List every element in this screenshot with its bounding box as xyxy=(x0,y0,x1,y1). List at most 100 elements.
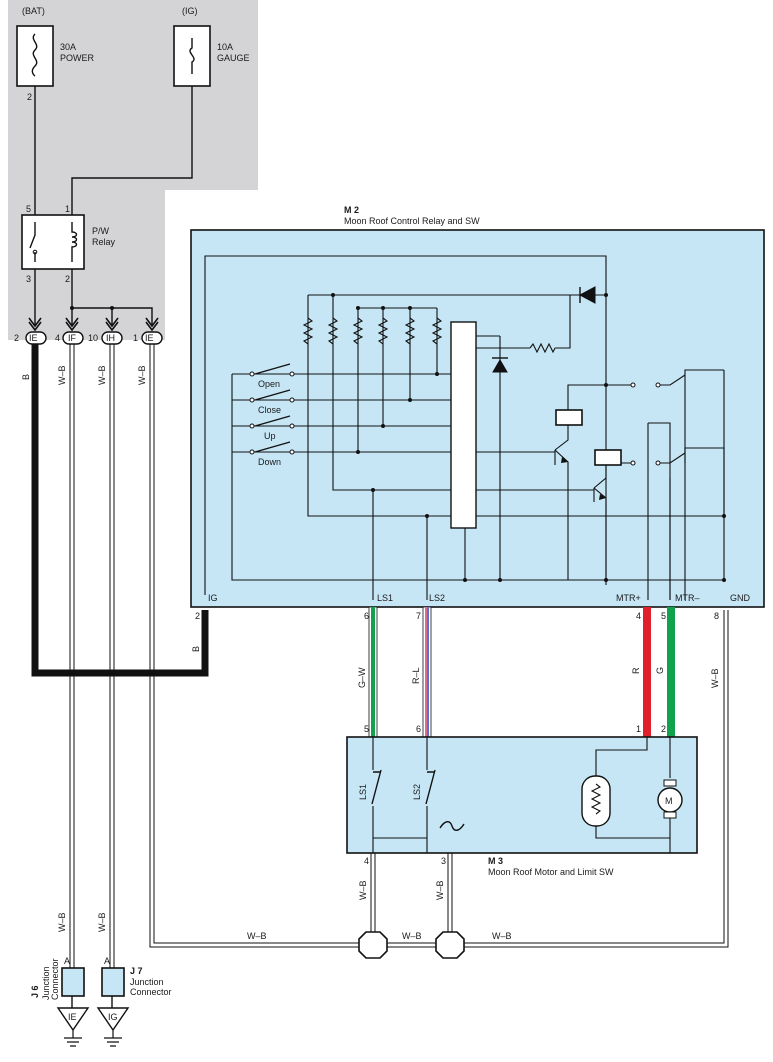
wire-wb-j7 xyxy=(109,344,115,968)
pin: 6 xyxy=(364,611,369,621)
switch-close[interactable]: Close xyxy=(249,389,295,415)
fuse-gauge-name: GAUGE xyxy=(217,53,250,63)
wire-label: W–B xyxy=(97,365,107,385)
m2-box: M 2 Moon Roof Control Relay and SW xyxy=(190,205,765,621)
switch-label: LS2 xyxy=(412,784,422,800)
wire-label: B xyxy=(191,646,201,652)
top-connectors: IE 2 IF 4 IH 10 IE 1 xyxy=(14,317,163,345)
conn-code: IF xyxy=(68,333,77,343)
wire-label: W–B xyxy=(402,931,422,941)
wire-label: B xyxy=(21,374,31,380)
j6-name1: Junction xyxy=(41,966,51,1000)
j6-id: J 6 xyxy=(30,985,40,998)
ground-icon xyxy=(64,1030,82,1047)
wire-label: W–B xyxy=(97,912,107,932)
conn-code: IE xyxy=(29,333,38,343)
tilde-icon xyxy=(439,821,465,831)
connector-ie-1: IE 1 xyxy=(133,317,163,345)
wire-g-w xyxy=(368,606,378,738)
fuse-icon xyxy=(189,38,195,74)
switch-down[interactable]: Down xyxy=(249,441,295,467)
transistor-icon xyxy=(599,494,606,500)
pin: 4 xyxy=(364,856,369,866)
ground-triangle-icon xyxy=(56,1007,90,1032)
transistor-icon xyxy=(561,457,568,463)
switch-label: Close xyxy=(258,405,281,415)
pin: 5 xyxy=(364,724,369,734)
relay-pin-3: 3 xyxy=(26,274,31,284)
relay-pin-5: 5 xyxy=(26,204,31,214)
relay-name: P/W xyxy=(92,226,110,236)
j6-name2: Connector xyxy=(50,958,60,1000)
wire-label: R–L xyxy=(411,667,421,684)
m2-switches: Open Close Up Down xyxy=(249,363,295,467)
terminal-ig: IG xyxy=(208,593,218,603)
m2-id: M 2 xyxy=(344,205,359,215)
ground-icon xyxy=(104,1030,122,1047)
pin: 2 xyxy=(195,611,200,621)
resistor-icons xyxy=(302,317,556,354)
splice-icon xyxy=(435,931,465,959)
zener-diode-icon xyxy=(492,359,508,373)
terminal-ls1: LS1 xyxy=(377,593,393,603)
limit-switch-ls1: LS1 xyxy=(358,769,382,805)
m2-name: Moon Roof Control Relay and SW xyxy=(344,216,480,226)
m3-name: Moon Roof Motor and Limit SW xyxy=(488,867,614,877)
wire-label: W–B xyxy=(710,668,720,688)
fuse-icon xyxy=(31,33,38,77)
connector-ih-10: IH 10 xyxy=(88,317,123,345)
fuse-gauge-amp: 10A xyxy=(217,42,233,52)
wire-label: W–B xyxy=(247,931,267,941)
fuse-power-pin: 2 xyxy=(27,92,32,102)
wire-g xyxy=(667,607,675,737)
pin: 8 xyxy=(714,611,719,621)
conn-pin: 10 xyxy=(88,333,98,343)
motor-label: M xyxy=(665,796,673,806)
wire-r xyxy=(643,607,651,737)
terminal-mtrp: MTR+ xyxy=(616,593,641,603)
wire-label: G–W xyxy=(357,667,367,688)
pin: 7 xyxy=(416,611,421,621)
wire-label: R xyxy=(631,667,641,674)
switch-label: Up xyxy=(264,431,276,441)
conn-code: IE xyxy=(145,333,154,343)
relay-coil-icon xyxy=(594,449,622,466)
pin: 2 xyxy=(661,724,666,734)
wire-label: G xyxy=(655,667,665,674)
pw-relay: 5 1 3 2 P/W Relay xyxy=(21,204,116,284)
j7-connector: A J 7 Junction Connector IG xyxy=(96,956,172,1047)
pin: 5 xyxy=(661,611,666,621)
pin: 4 xyxy=(636,611,641,621)
pin: 6 xyxy=(416,724,421,734)
wire-label: W–B xyxy=(137,365,147,385)
ground-triangle-icon xyxy=(96,1007,130,1032)
switch-open[interactable]: Open xyxy=(249,363,295,389)
wire-wb-j6 xyxy=(69,344,75,968)
switch-label: Open xyxy=(258,379,280,389)
j7-name1: Junction xyxy=(130,977,164,987)
motor-icon: M xyxy=(657,779,683,819)
wire-label: W–B xyxy=(358,880,368,900)
diode-icon xyxy=(578,286,596,304)
conn-pin: 2 xyxy=(14,333,19,343)
pin: 1 xyxy=(636,724,641,734)
fuse-power-amp: 30A xyxy=(60,42,76,52)
relay-out-wires xyxy=(34,269,153,326)
conn-pin: 1 xyxy=(133,333,138,343)
terminal-gnd: GND xyxy=(730,593,751,603)
terminal-mtrn: MTR– xyxy=(675,593,700,603)
relay-name2: Relay xyxy=(92,237,116,247)
switch-up[interactable]: Up xyxy=(249,415,295,441)
wire-r-l xyxy=(422,606,432,738)
wire-label: W–B xyxy=(57,912,67,932)
j6-connector: A J 6 Junction Connector IE xyxy=(30,956,90,1047)
pin: A xyxy=(64,956,70,966)
fuse-power-name: POWER xyxy=(60,53,95,63)
conn-pin: 4 xyxy=(55,333,60,343)
pin: A xyxy=(104,956,110,966)
bat-label: (BAT) xyxy=(22,6,45,16)
ig-label: (IG) xyxy=(182,6,198,16)
pin: 3 xyxy=(441,856,446,866)
wire-label: W–B xyxy=(492,931,512,941)
ground-label: IE xyxy=(68,1012,77,1022)
